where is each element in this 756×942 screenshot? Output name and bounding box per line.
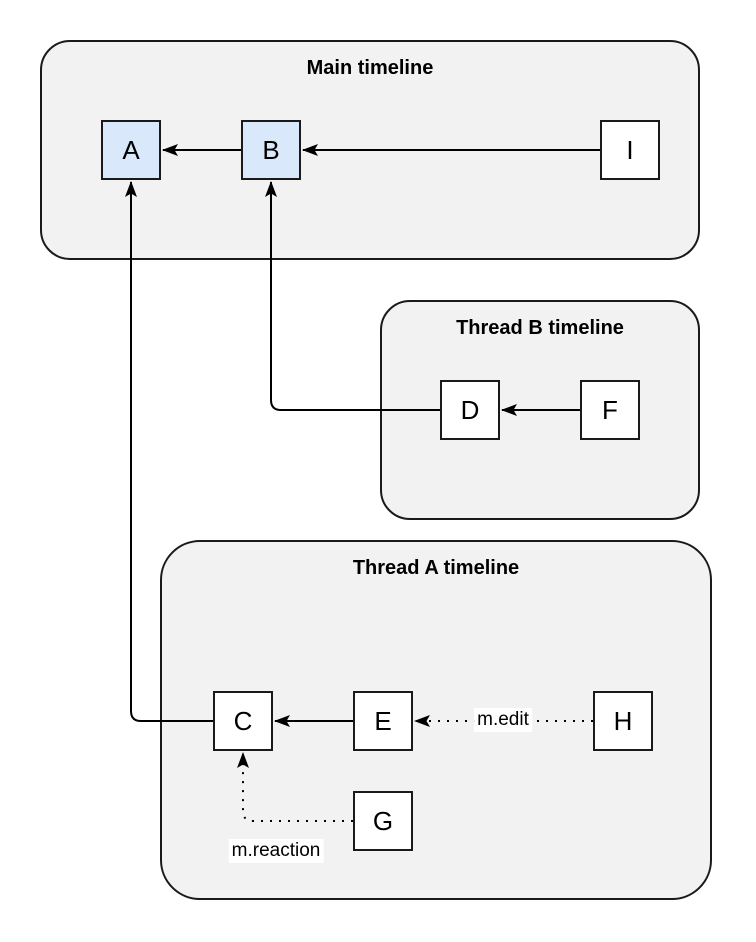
node-g: G [353,791,413,851]
container-title-thread-a-timeline: Thread A timeline [352,557,520,579]
node-i: I [600,120,660,180]
container-thread-b-timeline: Thread B timeline [380,300,700,520]
edge-label-m-reaction: m.reaction [228,839,324,863]
node-b: B [241,120,301,180]
node-e: E [353,691,413,751]
node-h: H [593,691,653,751]
container-title-main-timeline: Main timeline [306,57,434,79]
node-a: A [101,120,161,180]
node-f: F [580,380,640,440]
node-d: D [440,380,500,440]
node-c: C [213,691,273,751]
edge-label-m-edit: m.edit [474,708,532,732]
container-title-thread-b-timeline: Thread B timeline [456,317,624,339]
